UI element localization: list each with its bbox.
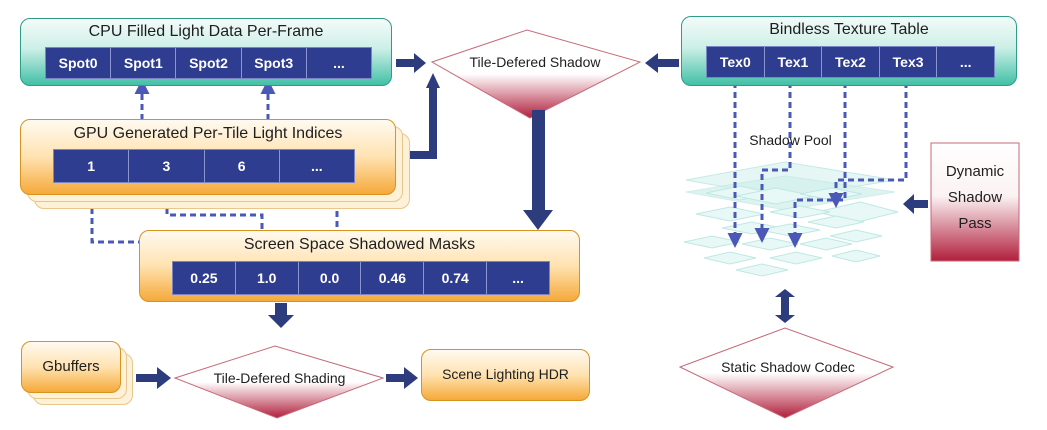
arrow-gpu-indices-to-tile-shadow bbox=[408, 86, 437, 159]
arrow-masks-to-shading bbox=[268, 303, 294, 328]
cpu-light-data-title: CPU Filled Light Data Per-Frame bbox=[88, 23, 324, 40]
mask-cell-3: 0.46 bbox=[361, 262, 425, 294]
screen-space-shadowed-masks-panel: Screen Space Shadowed Masks 0.25 1.0 0.0… bbox=[139, 230, 580, 302]
gpu-index-cell-2: 6 bbox=[205, 150, 280, 182]
static-shadow-codec-gate bbox=[678, 327, 895, 419]
arrow-tile-shadow-to-masks bbox=[523, 110, 553, 230]
gpu-index-cell-0: 1 bbox=[54, 150, 130, 182]
bindless-texture-table-title: Bindless Texture Table bbox=[769, 21, 929, 38]
mask-cell-more: ... bbox=[512, 270, 524, 286]
scene-lighting-hdr-box: Scene Lighting HDR bbox=[421, 349, 590, 401]
gbuffers-label: Gbuffers bbox=[42, 358, 100, 375]
mask-cell-1: 1.0 bbox=[236, 262, 299, 294]
tex-cell-0: Tex0 bbox=[707, 47, 765, 77]
mask-cell-4: 0.74 bbox=[424, 262, 488, 294]
bindless-texture-cells: Tex0 Tex1 Tex2 Tex3 ... bbox=[706, 46, 995, 78]
tex-cell-2: Tex2 bbox=[822, 47, 880, 77]
shadow-pool-title: Shadow Pool bbox=[749, 132, 832, 148]
dashed-tex2-to-pool bbox=[787, 82, 847, 248]
cpu-light-data-panel: CPU Filled Light Data Per-Frame Spot0 Sp… bbox=[20, 18, 392, 86]
cpu-cell-more: ... bbox=[333, 55, 345, 71]
tex-cell-more: ... bbox=[959, 54, 972, 70]
dynamic-shadow-pass-label: Dynamic Shadow Pass bbox=[945, 163, 1005, 232]
arrow-bindless-to-tile-shadow bbox=[645, 53, 679, 73]
gpu-index-cell-1: 3 bbox=[129, 150, 205, 182]
dashed-tex3-to-pool bbox=[828, 82, 908, 208]
tile-defered-shadow-gate bbox=[430, 29, 642, 119]
cpu-cell-spot1: Spot1 bbox=[111, 48, 177, 78]
gpu-index-cell-more: ... bbox=[311, 158, 323, 174]
shadow-pool-tiles bbox=[683, 161, 899, 277]
gpu-indices-cells: 1 3 6 ... bbox=[53, 149, 355, 183]
cpu-cell-spot3: Spot3 bbox=[242, 48, 307, 78]
gpu-light-indices-panel: GPU Generated Per-Tile Light Indices 1 3… bbox=[20, 119, 396, 195]
tex-cell-3: Tex3 bbox=[880, 47, 938, 77]
mask-cells: 0.25 1.0 0.0 0.46 0.74 ... bbox=[172, 261, 550, 295]
screen-space-shadowed-masks-title: Screen Space Shadowed Masks bbox=[243, 236, 476, 253]
static-shadow-codec-label: Static Shadow Codec bbox=[721, 359, 855, 375]
tile-defered-shading-label: Tile-Defered Shading bbox=[213, 370, 346, 386]
arrow-cpu-to-tile-shadow bbox=[396, 53, 426, 73]
dynamic-shadow-pass-box bbox=[930, 142, 1020, 262]
arrow-gbuffers-to-shading bbox=[136, 367, 171, 389]
mask-cell-2: 0.0 bbox=[299, 262, 362, 294]
gbuffers-box: Gbuffers bbox=[21, 341, 121, 393]
bindless-texture-table-panel: Bindless Texture Table Tex0 Tex1 Tex2 Te… bbox=[681, 16, 1017, 86]
dashed-tex1-to-pool bbox=[754, 82, 792, 243]
arrow-gpu-head bbox=[426, 73, 440, 88]
arrow-pool-codec bbox=[775, 289, 795, 323]
mask-cell-0: 0.25 bbox=[173, 262, 236, 294]
tile-defered-shading-gate bbox=[173, 345, 385, 419]
scene-lighting-hdr-label: Scene Lighting HDR bbox=[442, 366, 569, 382]
tile-defered-shadow-label: Tile-Defered Shadow bbox=[469, 54, 601, 70]
arrow-shading-to-hdr bbox=[386, 367, 418, 389]
gpu-light-indices-title: GPU Generated Per-Tile Light Indices bbox=[73, 125, 343, 142]
cpu-light-cells: Spot0 Spot1 Spot2 Spot3 ... bbox=[45, 47, 372, 79]
cpu-cell-spot2: Spot2 bbox=[176, 48, 242, 78]
tex-cell-1: Tex1 bbox=[765, 47, 823, 77]
cpu-cell-spot0: Spot0 bbox=[46, 48, 112, 78]
arrow-dynamic-to-pool bbox=[903, 194, 928, 214]
